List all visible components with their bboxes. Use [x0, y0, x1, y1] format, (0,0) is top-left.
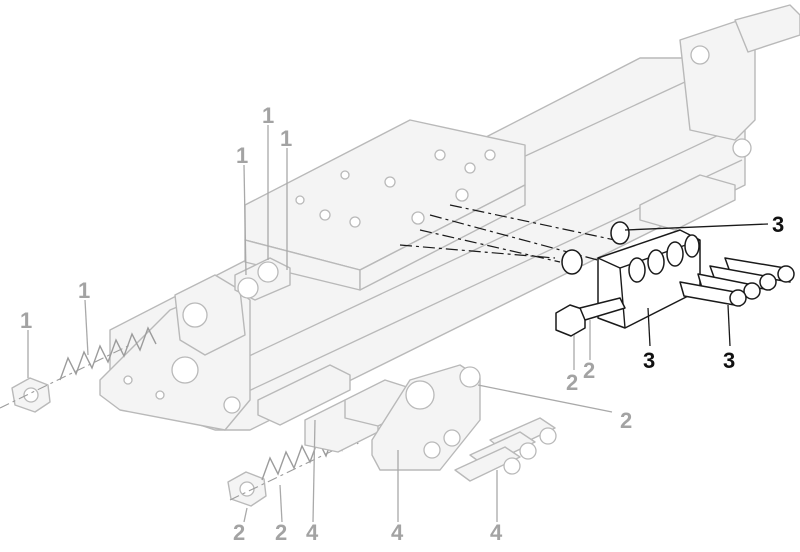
- carriage-hole: [349, 216, 361, 228]
- rear-side-bore: [732, 138, 752, 158]
- callout-1: 1: [236, 143, 248, 168]
- rail-edge-mid: [229, 124, 741, 366]
- leader: [243, 164, 247, 276]
- cap-screw-head: [519, 442, 537, 460]
- carriage-hole: [434, 149, 446, 161]
- carriage-hole: [295, 195, 305, 205]
- carriage-side-hole: [455, 188, 469, 202]
- leader: [84, 299, 89, 356]
- callout-3: 3: [772, 212, 784, 237]
- bolt-3-shank: [579, 297, 626, 321]
- callout-1: 1: [78, 278, 90, 303]
- carriage-hole: [319, 209, 331, 221]
- front-lug-bore: [182, 302, 208, 328]
- callout-3: 3: [643, 348, 655, 373]
- group-3-parts: [399, 204, 795, 337]
- front-hole-2: [155, 390, 165, 400]
- carriage-hole: [384, 176, 396, 188]
- callout-1: 1: [262, 103, 274, 128]
- leader: [624, 223, 769, 231]
- carriage-side-face: [359, 184, 526, 291]
- callout-labels: 1 1 1 1 1 2 2 2 2 2 3 3 3 4 4 4: [20, 103, 784, 545]
- callout-2: 2: [233, 520, 245, 545]
- front-bore-large: [171, 356, 199, 384]
- mount-hole-b: [443, 429, 461, 447]
- leader: [312, 419, 316, 523]
- leader: [243, 507, 248, 523]
- washer-3: [610, 221, 630, 245]
- cap-screw-head: [759, 273, 777, 291]
- washer-1b: [257, 261, 279, 283]
- cap-screw: [454, 446, 521, 482]
- cap-screws-4: [454, 417, 557, 482]
- callout-3: 3: [723, 348, 735, 373]
- block-3-bore: [628, 257, 646, 283]
- axis-line-3d: [399, 244, 556, 259]
- cap-screw-head: [743, 282, 761, 300]
- axis-line-3c: [419, 229, 561, 263]
- callout-4: 4: [306, 520, 319, 545]
- mount-hole-a: [423, 441, 441, 459]
- cap-screw-head: [503, 457, 521, 475]
- cap-screw-head: [539, 427, 557, 445]
- washer-3b: [561, 249, 583, 275]
- front-hole-1: [123, 375, 133, 385]
- bolt-3-head: [555, 304, 586, 337]
- leader: [477, 384, 613, 413]
- block-3-bore: [684, 234, 700, 258]
- cap-screw-head: [777, 265, 795, 283]
- carriage-hole: [464, 162, 476, 174]
- front-bore-small: [223, 396, 241, 414]
- axis-line-2: [229, 427, 381, 501]
- lower-pad-front: [257, 364, 351, 426]
- block-3-bore: [647, 249, 665, 275]
- callout-1: 1: [280, 126, 292, 151]
- cap-screws-3: [679, 257, 795, 307]
- callout-2: 2: [566, 370, 578, 395]
- mount-bore: [405, 380, 435, 410]
- axis-line-1: [0, 344, 131, 409]
- stop-screw-1: [59, 326, 157, 381]
- leader-lines: [27, 125, 769, 523]
- callout-2: 2: [620, 408, 632, 433]
- callout-1: 1: [20, 308, 32, 333]
- axis-line-3a: [449, 204, 616, 241]
- cap-screw-head: [729, 289, 747, 307]
- callout-2: 2: [275, 520, 287, 545]
- block-3-bore: [666, 241, 684, 267]
- carriage-hole: [340, 170, 350, 180]
- front-upper-lug: [174, 274, 246, 356]
- carriage-hole: [484, 149, 496, 161]
- hex-nut-1-bore: [23, 387, 39, 403]
- carriage-side-hole: [411, 211, 425, 225]
- axis-line-3b: [429, 214, 606, 263]
- washer-2: [459, 366, 481, 388]
- mount-block-3-edge: [619, 267, 626, 329]
- callout-2: 2: [583, 358, 595, 383]
- linear-slide-base: [99, 4, 800, 431]
- rear-bore: [690, 45, 710, 65]
- rear-rod: [734, 4, 800, 53]
- lower-pad-rear: [639, 174, 736, 231]
- leader: [647, 307, 651, 347]
- group-2-4-parts: [227, 364, 557, 507]
- washer-1: [237, 277, 259, 299]
- callout-4: 4: [490, 520, 503, 545]
- leader: [279, 484, 283, 523]
- leader: [727, 304, 731, 347]
- callout-4: 4: [391, 520, 404, 545]
- group-1-parts: [0, 257, 291, 413]
